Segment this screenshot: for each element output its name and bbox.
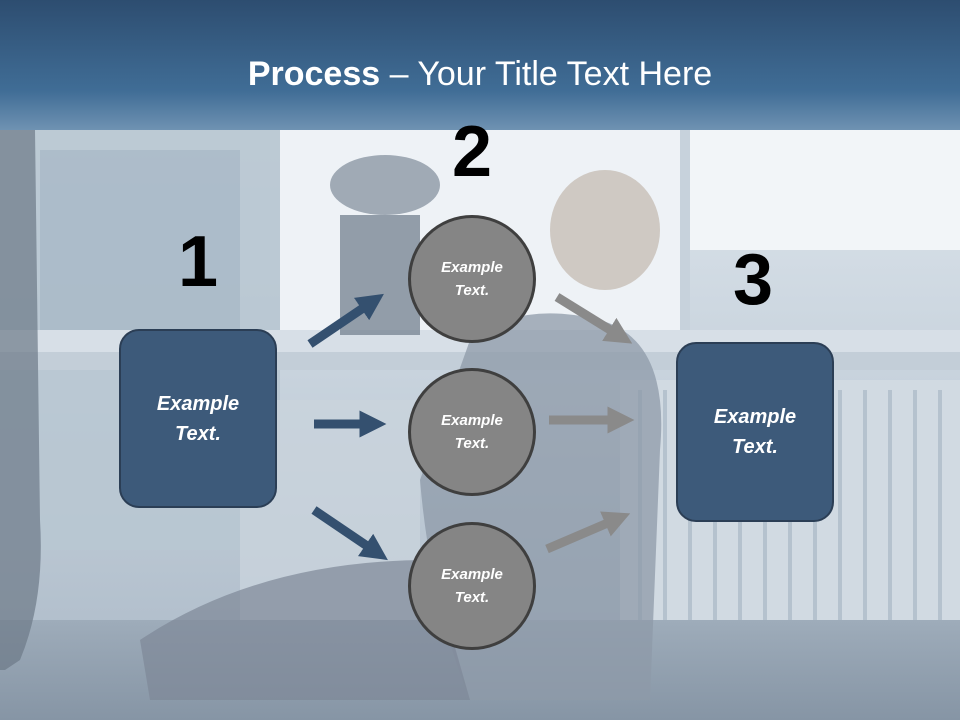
- step-3-text: Example Text.: [713, 406, 797, 458]
- circle-top-text: Example Text.: [441, 259, 503, 299]
- step-number-3: 3: [732, 240, 774, 320]
- title-dash: –: [380, 55, 418, 93]
- step-1-text: Example Text.: [156, 392, 240, 445]
- circle-middle-text: Example Text.: [441, 412, 503, 452]
- title-rest: Your Title Text Here: [417, 55, 713, 93]
- step-1-box: Example Text.: [119, 329, 277, 508]
- arrow-2-to-3-bottom: [545, 511, 631, 554]
- circle-bottom-text: Example Text.: [441, 566, 503, 606]
- step-number-2: 2: [451, 112, 493, 192]
- step-2-circle-bottom: Example Text.: [408, 522, 536, 650]
- step-3-box: Example Text.: [676, 342, 834, 522]
- step-2-circle-top: Example Text.: [408, 215, 536, 343]
- slide-title: Process – Your Title Text Here: [0, 52, 960, 96]
- step-2-circle-middle: Example Text.: [408, 368, 536, 496]
- arrow-1-to-2-top: [307, 293, 384, 348]
- arrow-1-to-2-bottom: [311, 506, 388, 561]
- title-bold: Process: [247, 55, 381, 93]
- arrow-2-to-3-top: [554, 293, 633, 344]
- step-number-1: 1: [177, 222, 219, 302]
